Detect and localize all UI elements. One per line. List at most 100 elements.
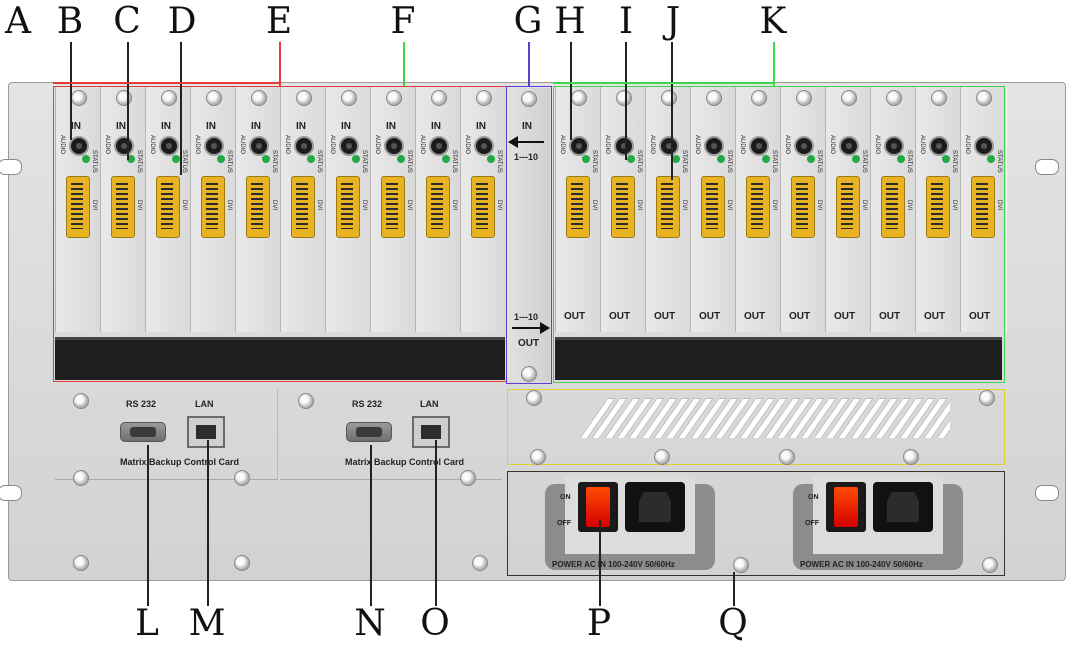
- callout-l: L: [135, 603, 159, 644]
- audio-jack[interactable]: [204, 136, 224, 156]
- screw: [886, 90, 902, 106]
- audio-jack[interactable]: [839, 136, 859, 156]
- audio-jack[interactable]: [749, 136, 769, 156]
- dvi-port[interactable]: [201, 176, 225, 238]
- callout-b: B: [56, 1, 84, 42]
- callout-a: A: [5, 1, 31, 42]
- screw: [530, 449, 546, 465]
- screw: [206, 90, 222, 106]
- status-led: [807, 155, 815, 163]
- status-led: [672, 155, 680, 163]
- power-label: POWER AC IN 100-240V 50/60Hz: [552, 560, 675, 569]
- dvi-port[interactable]: [336, 176, 360, 238]
- power-inlet[interactable]: [873, 482, 933, 532]
- dvi-port[interactable]: [426, 176, 450, 238]
- power-switch[interactable]: [826, 482, 866, 532]
- output-label: OUT: [879, 311, 901, 322]
- audio-jack[interactable]: [929, 136, 949, 156]
- dvi-port[interactable]: [971, 176, 995, 238]
- dvi-port[interactable]: [66, 176, 90, 238]
- dvi-port[interactable]: [791, 176, 815, 238]
- audio-jack[interactable]: [159, 136, 179, 156]
- dvi-port[interactable]: [246, 176, 270, 238]
- lan-port[interactable]: [187, 416, 225, 448]
- output-label: OUT: [834, 311, 856, 322]
- lan-label: LAN: [195, 399, 214, 409]
- dvi-port[interactable]: [746, 176, 770, 238]
- audio-jack[interactable]: [294, 136, 314, 156]
- audio-jack[interactable]: [704, 136, 724, 156]
- screw: [71, 90, 87, 106]
- card-handle-bar-output: [555, 337, 1002, 380]
- dvi-port[interactable]: [926, 176, 950, 238]
- audio-jack[interactable]: [114, 136, 134, 156]
- rack-mount-hole: [1035, 159, 1059, 175]
- screw: [431, 90, 447, 106]
- audio-jack[interactable]: [569, 136, 589, 156]
- power-panel-frame: [507, 471, 1005, 576]
- rack-mount-hole: [1035, 485, 1059, 501]
- callout-h: H: [554, 1, 586, 42]
- leader-line-b: [70, 42, 72, 140]
- dvi-port[interactable]: [156, 176, 180, 238]
- dvi-port[interactable]: [566, 176, 590, 238]
- lan-label: LAN: [420, 399, 439, 409]
- power-switch[interactable]: [578, 482, 618, 532]
- dvi-port[interactable]: [111, 176, 135, 238]
- leader-line-g: [528, 42, 530, 86]
- switch-in-label: IN: [522, 121, 532, 132]
- input-label: IN: [476, 121, 486, 132]
- audio-jack[interactable]: [384, 136, 404, 156]
- dvi-port[interactable]: [701, 176, 725, 238]
- output-label: OUT: [969, 311, 991, 322]
- screw: [526, 390, 542, 406]
- leader-line-m: [207, 440, 209, 606]
- screw: [386, 90, 402, 106]
- audio-jack[interactable]: [69, 136, 89, 156]
- audio-jack[interactable]: [249, 136, 269, 156]
- dvi-port[interactable]: [291, 176, 315, 238]
- control-card-name: Matrix Backup Control Card: [120, 457, 240, 467]
- leader-line-e: [279, 42, 281, 86]
- screw: [73, 470, 89, 486]
- screw: [779, 449, 795, 465]
- screw: [616, 90, 632, 106]
- status-led: [627, 155, 635, 163]
- output-arrow-icon: [512, 327, 542, 329]
- callout-g: G: [513, 1, 543, 42]
- dvi-port[interactable]: [881, 176, 905, 238]
- audio-jack[interactable]: [614, 136, 634, 156]
- input-label: IN: [341, 121, 351, 132]
- audio-jack[interactable]: [884, 136, 904, 156]
- input-label: IN: [206, 121, 216, 132]
- screw: [751, 90, 767, 106]
- audio-jack[interactable]: [794, 136, 814, 156]
- audio-jack[interactable]: [659, 136, 679, 156]
- dvi-port[interactable]: [656, 176, 680, 238]
- audio-jack[interactable]: [339, 136, 359, 156]
- output-cards-frame: [553, 86, 1005, 383]
- audio-jack[interactable]: [429, 136, 449, 156]
- dvi-pins: [476, 183, 488, 229]
- audio-jack[interactable]: [974, 136, 994, 156]
- screw: [73, 393, 89, 409]
- dvi-pins: [661, 183, 673, 229]
- dvi-port[interactable]: [471, 176, 495, 238]
- power-on-label: ON: [808, 494, 819, 501]
- power-label: POWER AC IN 100-240V 50/60Hz: [800, 560, 923, 569]
- callout-j: J: [665, 1, 681, 42]
- rs232-port[interactable]: [120, 422, 166, 442]
- audio-jack[interactable]: [474, 136, 494, 156]
- input-label: IN: [296, 121, 306, 132]
- output-label: OUT: [609, 311, 631, 322]
- dvi-port[interactable]: [836, 176, 860, 238]
- rack-mount-hole: [0, 159, 22, 175]
- lan-port[interactable]: [412, 416, 450, 448]
- dvi-port[interactable]: [381, 176, 405, 238]
- leader-line-j: [671, 42, 673, 180]
- rs232-port[interactable]: [346, 422, 392, 442]
- dvi-pins: [341, 183, 353, 229]
- screw: [476, 90, 492, 106]
- power-inlet[interactable]: [625, 482, 685, 532]
- dvi-port[interactable]: [611, 176, 635, 238]
